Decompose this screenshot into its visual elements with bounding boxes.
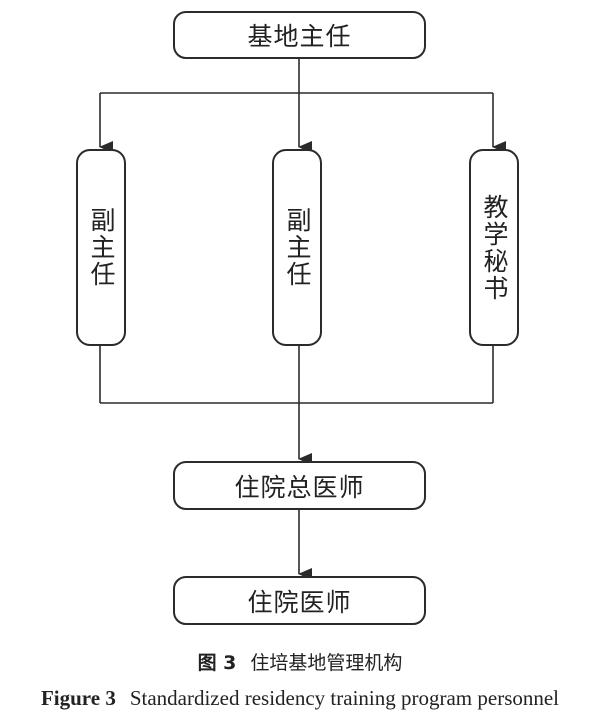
node-resident: 住院医师	[173, 576, 426, 625]
caption-english: Figure 3 Standardized residency training …	[0, 686, 600, 711]
caption-english-number: Figure 3	[40, 686, 116, 710]
caption-english-title: Standardized residency training program …	[129, 686, 560, 710]
node-chief-resident: 住院总医师	[173, 461, 426, 510]
caption-chinese-title: 住培基地管理机构	[250, 652, 403, 674]
node-teaching-secretary: 教学秘书	[469, 149, 519, 346]
node-deputy-director-center: 副主任	[272, 149, 322, 346]
node-chief-resident-label: 住院总医师	[234, 472, 365, 502]
caption-chinese: 图 3 住培基地管理机构	[0, 648, 600, 675]
node-deputy-director-left-label: 副主任	[87, 207, 116, 288]
node-director-label: 基地主任	[247, 22, 352, 51]
node-resident-label: 住院医师	[247, 587, 352, 617]
node-deputy-director-center-label: 副主任	[283, 207, 312, 288]
caption-chinese-number: 图 3	[197, 652, 237, 674]
node-director: 基地主任	[173, 11, 426, 59]
node-teaching-secretary-label: 教学秘书	[480, 193, 509, 302]
node-deputy-director-left: 副主任	[76, 149, 126, 346]
